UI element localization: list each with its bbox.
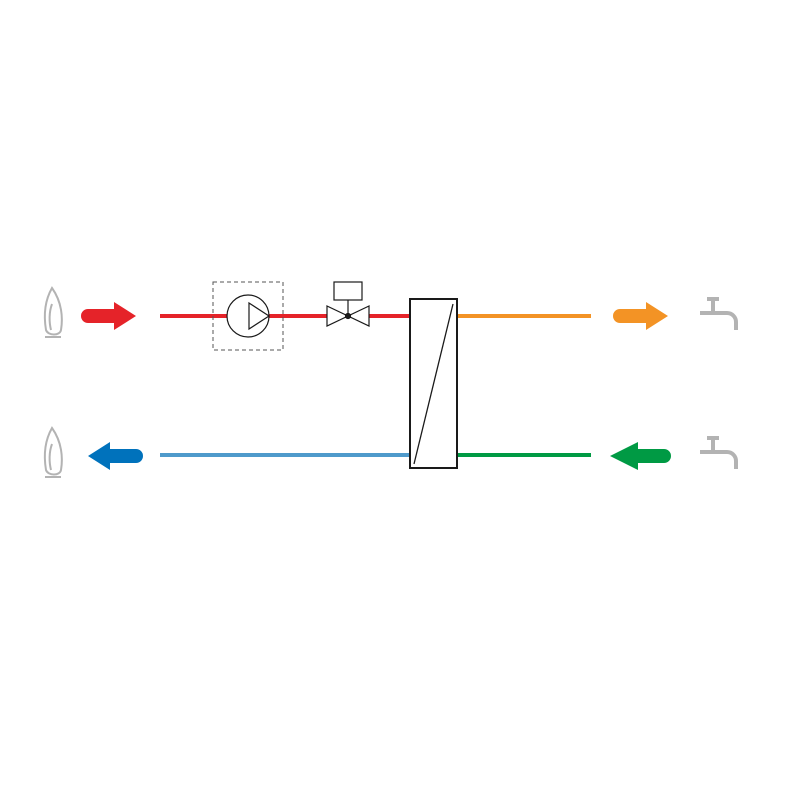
hot-water-arrow — [613, 302, 668, 330]
tap-icon — [700, 436, 738, 469]
cold-water-arrow — [610, 442, 671, 470]
heat-exchanger-icon — [409, 298, 458, 469]
return-arrow — [88, 442, 143, 470]
tap-icon — [700, 297, 738, 330]
heat-source-return-icon — [43, 426, 63, 478]
motorized-valve-icon — [326, 281, 370, 327]
supply-arrow — [81, 302, 136, 330]
pump-icon — [212, 281, 284, 351]
heat-source-supply-icon — [43, 286, 63, 338]
